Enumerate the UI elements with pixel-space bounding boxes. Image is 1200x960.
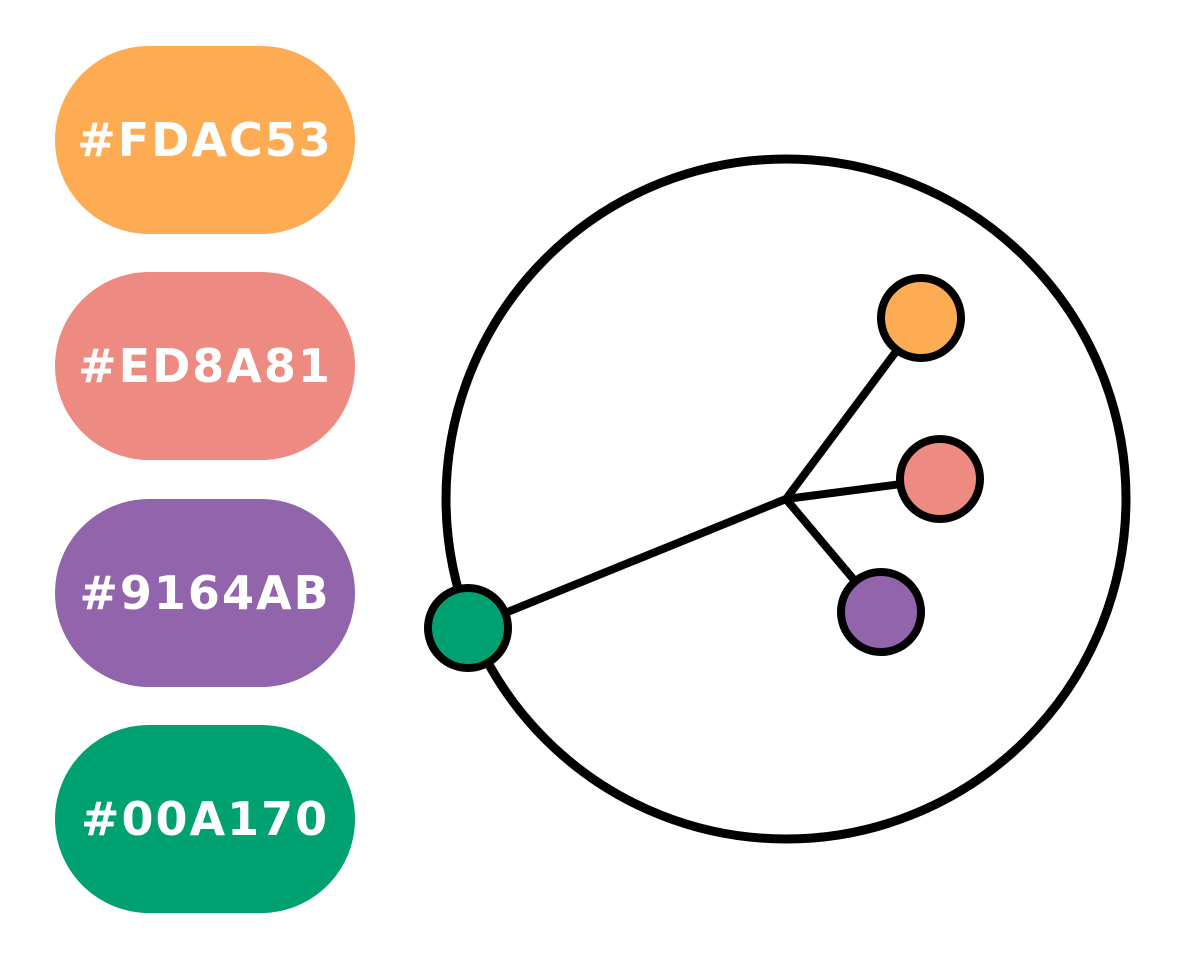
swatch-orange: #FDAC53 xyxy=(55,46,355,234)
swatch-purple: #9164AB xyxy=(55,499,355,687)
node-salmon xyxy=(896,435,984,523)
node-purple xyxy=(837,568,925,656)
outer-circle xyxy=(441,154,1131,844)
swatch-green: #00A170 xyxy=(55,725,355,913)
edge-green-hub xyxy=(464,495,790,632)
node-green xyxy=(424,584,512,672)
swatch-purple-label: #9164AB xyxy=(79,566,331,620)
swatch-orange-label: #FDAC53 xyxy=(77,113,333,167)
node-orange xyxy=(877,274,965,362)
swatch-salmon-label: #ED8A81 xyxy=(78,339,332,393)
swatch-salmon: #ED8A81 xyxy=(55,272,355,460)
swatch-green-label: #00A170 xyxy=(80,792,330,846)
